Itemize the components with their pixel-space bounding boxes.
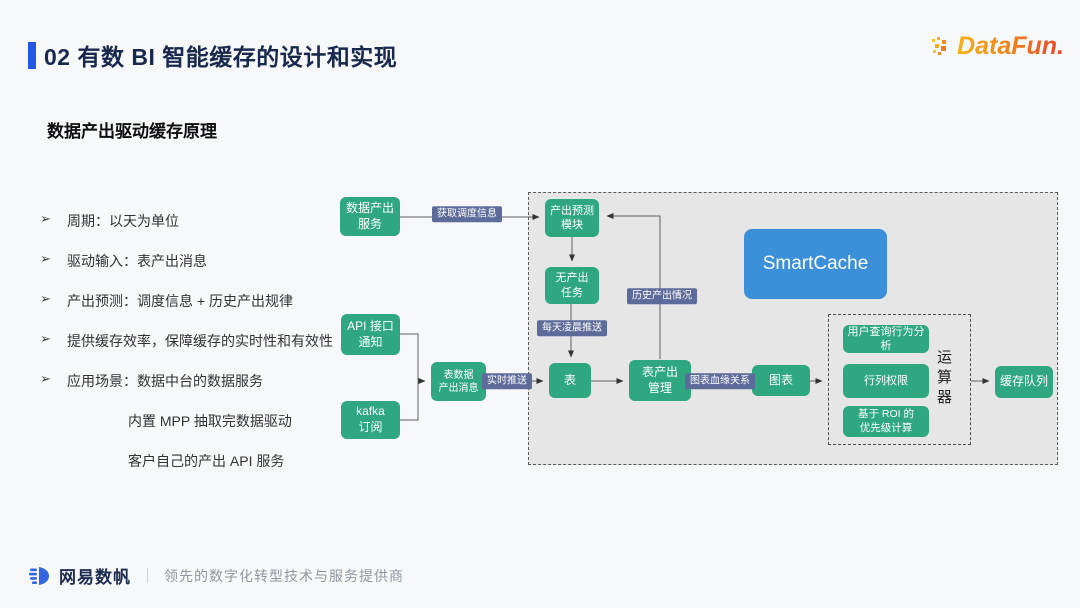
node-table-output-message: 表数据 产出消息	[431, 362, 486, 401]
footer-tagline: 领先的数字化转型技术与服务提供商	[164, 567, 405, 584]
bullet-arrow-icon: ➢	[40, 331, 51, 346]
edge-label-daily-push: 每天凌晨推送	[537, 320, 607, 336]
calculator-group-box	[828, 314, 971, 445]
bullet-arrow-icon: ➢	[40, 371, 51, 386]
netease-shufan-logo-icon	[29, 566, 49, 585]
node-output-predict-module: 产出预测 模块	[545, 199, 599, 237]
node-table-output-mgmt: 表产出 管理	[629, 360, 691, 401]
section-subtitle: 数据产出驱动缓存原理	[47, 122, 217, 141]
bullet-list: ➢ 周期：以天为单位 ➢ 驱动输入：表产出消息 ➢ 产出预测：调度信息 + 历史…	[40, 211, 340, 491]
list-item: ➢ 应用场景：数据中台的数据服务	[40, 371, 340, 391]
title-accent-bar	[28, 42, 36, 69]
node-table: 表	[549, 363, 591, 398]
list-sub-item: 内置 MPP 抽取完数据驱动	[128, 413, 292, 429]
edge-label-chart-lineage: 图表血缘关系	[685, 373, 755, 389]
datafun-logo: DataFun.	[931, 32, 1064, 61]
list-item: ➢ 提供缓存效率，保障缓存的实时性和有效性	[40, 331, 340, 351]
node-kafka-subscribe: kafka 订阅	[341, 401, 400, 439]
bullet-arrow-icon: ➢	[40, 251, 51, 266]
list-item: ➢ 产出预测：调度信息 + 历史产出规律	[40, 291, 340, 311]
list-sub-item: 客户自己的产出 API 服务	[128, 453, 285, 469]
edge-label-get-schedule-info: 获取调度信息	[432, 206, 502, 222]
node-no-output-task: 无产出 任务	[545, 267, 599, 304]
node-user-query-analysis: 用户查询行为分析	[843, 325, 929, 353]
bullet-text: 提供缓存效率，保障缓存的实时性和有效性	[67, 333, 333, 349]
footer: 网易数帆 ｜ 领先的数字化转型技术与服务提供商	[28, 563, 404, 588]
node-api-notify: API 接口 通知	[341, 314, 400, 355]
bullet-arrow-icon: ➢	[40, 291, 51, 306]
node-row-col-permission: 行列权限	[843, 364, 929, 398]
footer-brand: 网易数帆	[59, 568, 131, 587]
bullet-text: 产出预测：调度信息 + 历史产出规律	[67, 293, 293, 309]
node-smartcache: SmartCache	[744, 229, 887, 299]
bullet-text: 驱动输入：表产出消息	[67, 253, 207, 269]
node-chart: 图表	[752, 365, 810, 396]
node-data-output-service: 数据产出 服务	[340, 197, 400, 236]
node-roi-priority: 基于 ROI 的 优先级计算	[843, 406, 929, 437]
datafun-pixels-icon	[932, 36, 947, 55]
node-cache-queue: 缓存队列	[995, 366, 1053, 398]
edge-label-realtime-push: 实时推送	[482, 373, 532, 389]
datafun-logo-text: DataFun.	[957, 32, 1064, 60]
footer-separator: ｜	[140, 568, 156, 585]
page-title: 02 有数 BI 智能缓存的设计和实现	[44, 44, 398, 70]
list-item: ➢ 驱动输入：表产出消息	[40, 251, 340, 271]
edge-label-history-output: 历史产出情况	[627, 288, 697, 304]
bullet-text: 应用场景：数据中台的数据服务	[67, 373, 263, 389]
calculator-group-label: 运算器	[935, 349, 952, 409]
bullet-text: 周期：以天为单位	[67, 213, 179, 229]
bullet-arrow-icon: ➢	[40, 211, 51, 226]
list-item: ➢ 周期：以天为单位	[40, 211, 340, 231]
